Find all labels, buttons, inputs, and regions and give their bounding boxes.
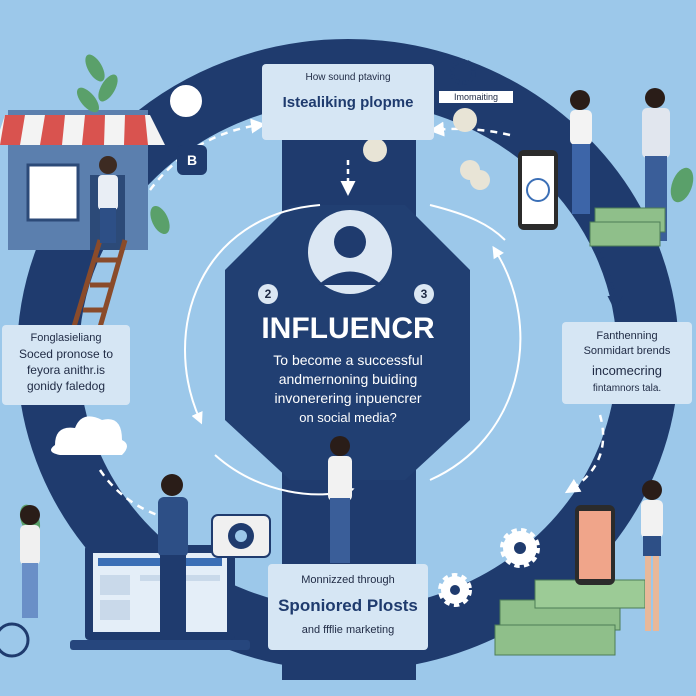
cloud-icon [51, 416, 127, 455]
store-icon [0, 110, 165, 250]
gear-icon [450, 59, 476, 85]
center-num-left: 2 [258, 284, 278, 304]
avatar [308, 210, 392, 294]
phone-dollar-icon [518, 150, 558, 230]
left-panel-line2: Soced pronose to [18, 347, 114, 361]
top-panel-small: How sound ptaving [305, 72, 391, 83]
top-panel-title: Istealiking plopme [282, 94, 414, 111]
bottom-panel-small: Monnizzed through [301, 574, 395, 586]
center-line2: andmernoning buiding [278, 371, 418, 387]
left-panel [2, 325, 130, 405]
bottom-panel-title: Sponiored Plosts [278, 596, 418, 615]
right-panel [562, 322, 692, 404]
top-tag: Imomaiting [438, 90, 514, 105]
person-icon [98, 156, 118, 243]
center-line1: To become a successful [273, 352, 423, 368]
loop-arrow-right [429, 245, 522, 481]
center-num-right: 3 [414, 284, 434, 304]
bottom-panel [268, 564, 428, 650]
arrow-store-to-top [149, 118, 266, 191]
center-line4: on social media? [299, 410, 397, 425]
right-panel-line2: Sonmidart brends [583, 345, 671, 357]
center-title: INFLUENCR [261, 312, 435, 345]
gear-icon [438, 528, 540, 607]
left-panel-line1: Fonglasieliang [30, 332, 102, 344]
loop-arrow-top [429, 204, 506, 241]
left-panel-line3: feyora anithr.is [26, 363, 106, 377]
badge-b: B [186, 152, 198, 168]
phone-dollar-icon [575, 505, 615, 585]
person-icon [641, 480, 663, 631]
left-panel-line4: gonidy faledog [26, 379, 106, 393]
right-panel-line4: fintamnors tala. [592, 383, 662, 394]
person-icon [158, 474, 188, 640]
right-panel-line1: Fanthenning [596, 330, 658, 342]
bottom-panel-sub: and ffflie marketing [301, 624, 395, 636]
person-icon [328, 436, 352, 563]
center-octagon [225, 205, 470, 480]
arrow-right-down [588, 234, 623, 311]
top-panel [262, 64, 434, 140]
loop-arrow-left [184, 204, 321, 425]
b-badge [177, 145, 207, 175]
right-panel-line3: incomecring [591, 363, 663, 378]
center-line3: invonerering inpuencrer [274, 390, 422, 406]
money-stack-icon [589, 207, 666, 247]
couple-illustration [570, 88, 670, 241]
person-icon [0, 505, 40, 658]
camera-icon [211, 514, 271, 558]
arrow-right-lower [564, 414, 605, 494]
coin-icon [168, 83, 490, 190]
